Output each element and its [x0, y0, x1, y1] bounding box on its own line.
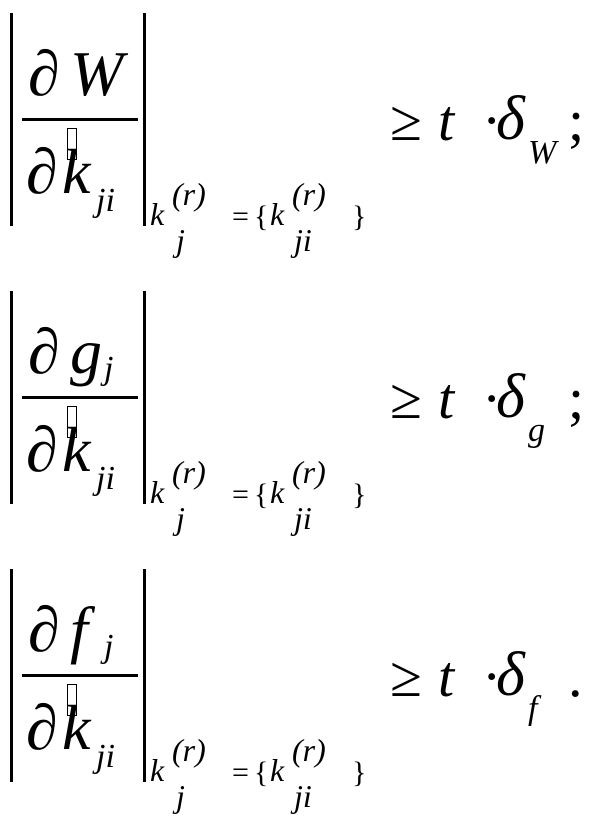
eval-variable: k [150, 752, 165, 788]
fraction-line [22, 674, 138, 677]
relation-symbol: ≥ [390, 88, 422, 153]
eval-set-subscript: ji [294, 222, 312, 258]
eval-left-brace: { [254, 756, 269, 789]
abs-bar-left [10, 569, 13, 782]
numerator-subscript: j [104, 350, 114, 387]
eval-superscript: (r) [172, 732, 206, 768]
eval-set-subscript: ji [294, 500, 312, 536]
eval-equals: = [232, 200, 249, 233]
delta-subscript: f [528, 690, 538, 727]
delta-symbol: δ [496, 85, 525, 153]
eval-set-superscript: (r) [292, 732, 326, 768]
missing-glyph-box [67, 406, 77, 438]
abs-bar-right [143, 291, 146, 504]
delta-symbol: δ [496, 363, 525, 431]
fraction-line [22, 118, 138, 121]
abs-bar-right [143, 569, 146, 782]
eval-variable: k [150, 474, 165, 510]
relation-symbol: ≥ [390, 366, 422, 431]
missing-glyph-box [67, 128, 77, 160]
threshold-variable: t [438, 366, 455, 431]
eval-set-subscript: ji [294, 778, 312, 814]
eval-set-variable: k [270, 752, 285, 788]
multiplication-dot: · [482, 88, 502, 153]
numerator-subscript: j [104, 628, 114, 665]
eval-set-superscript: (r) [292, 176, 326, 212]
denominator-subscript: ji [96, 460, 115, 497]
eval-subscript: j [176, 222, 185, 258]
denominator-variable: k [62, 692, 91, 763]
eval-set-superscript: (r) [292, 454, 326, 490]
denominator-partial: ∂ [26, 692, 58, 763]
abs-bar-left [10, 291, 13, 504]
eval-subscript: j [176, 500, 185, 536]
threshold-variable: t [438, 88, 455, 153]
delta-symbol: δ [496, 641, 525, 709]
denominator-variable: k [62, 414, 91, 485]
numerator-partial: ∂ [28, 316, 60, 387]
eval-right-brace: } [352, 478, 367, 511]
equation-2: ∂ g j ∂ k ji k (r) j = { k (r) ji } ≥ t … [0, 286, 602, 546]
multiplication-dot: · [482, 366, 502, 431]
punctuation: ; [568, 366, 585, 431]
denominator-subscript: ji [96, 182, 115, 219]
numerator-partial: ∂ [28, 38, 60, 109]
numerator-partial: ∂ [28, 594, 60, 665]
eval-equals: = [232, 478, 249, 511]
eval-set-variable: k [270, 474, 285, 510]
denominator-partial: ∂ [26, 136, 58, 207]
equation-3: ∂ f j ∂ k ji k (r) j = { k (r) ji } ≥ t … [0, 564, 602, 824]
fraction-line [22, 396, 138, 399]
numerator-variable: f [70, 594, 88, 665]
eval-right-brace: } [352, 200, 367, 233]
punctuation: . [568, 644, 583, 709]
eval-variable: k [150, 196, 165, 232]
eval-superscript: (r) [172, 454, 206, 490]
numerator-variable: g [70, 316, 102, 387]
delta-subscript: W [528, 134, 557, 171]
eval-set-variable: k [270, 196, 285, 232]
eval-left-brace: { [254, 478, 269, 511]
threshold-variable: t [438, 644, 455, 709]
relation-symbol: ≥ [390, 644, 422, 709]
punctuation: ; [568, 88, 585, 153]
abs-bar-right [143, 13, 146, 226]
denominator-variable: k [62, 136, 91, 207]
abs-bar-left [10, 13, 13, 226]
eval-equals: = [232, 756, 249, 789]
eval-superscript: (r) [172, 176, 206, 212]
multiplication-dot: · [482, 644, 502, 709]
eval-right-brace: } [352, 756, 367, 789]
eval-subscript: j [176, 778, 185, 814]
denominator-partial: ∂ [26, 414, 58, 485]
numerator-variable: W [70, 38, 124, 109]
equation-1: ∂ W ∂ k ji k (r) j = { k (r) ji } ≥ t · … [0, 8, 602, 268]
missing-glyph-box [67, 684, 77, 716]
delta-subscript: g [528, 412, 545, 449]
denominator-subscript: ji [96, 738, 115, 775]
eval-left-brace: { [254, 200, 269, 233]
